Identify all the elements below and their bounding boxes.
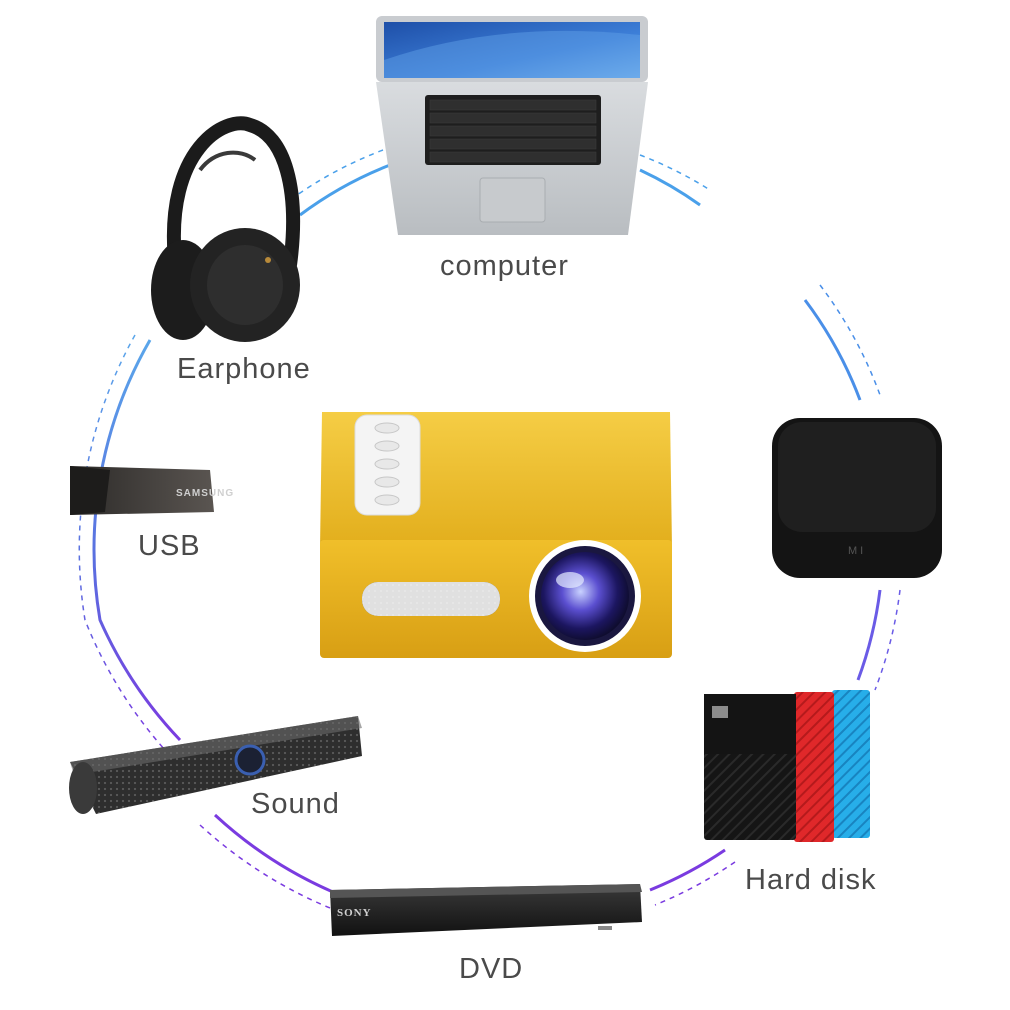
dvd-brand-mark: SONY [337,907,372,919]
connection-ring [78,149,901,911]
soundbar-image [69,716,362,814]
tv-box-image [772,418,942,578]
usb-stick-image [70,466,214,515]
tvbox-brand-mark: MI [848,545,866,557]
sound-label: Sound [251,788,340,820]
hard-disks-image [704,690,870,842]
computer-label: computer [440,250,569,282]
earphone-label: Earphone [177,353,311,385]
laptop-image [376,16,648,235]
usb-label: USB [138,530,201,562]
dvd-player-image [330,884,642,936]
dvd-label: DVD [459,953,524,985]
projector-image [320,412,672,658]
usb-brand-mark: SAMSUNG [176,488,234,499]
hard-disk-label: Hard disk [745,864,877,896]
headphones-image [151,116,301,342]
